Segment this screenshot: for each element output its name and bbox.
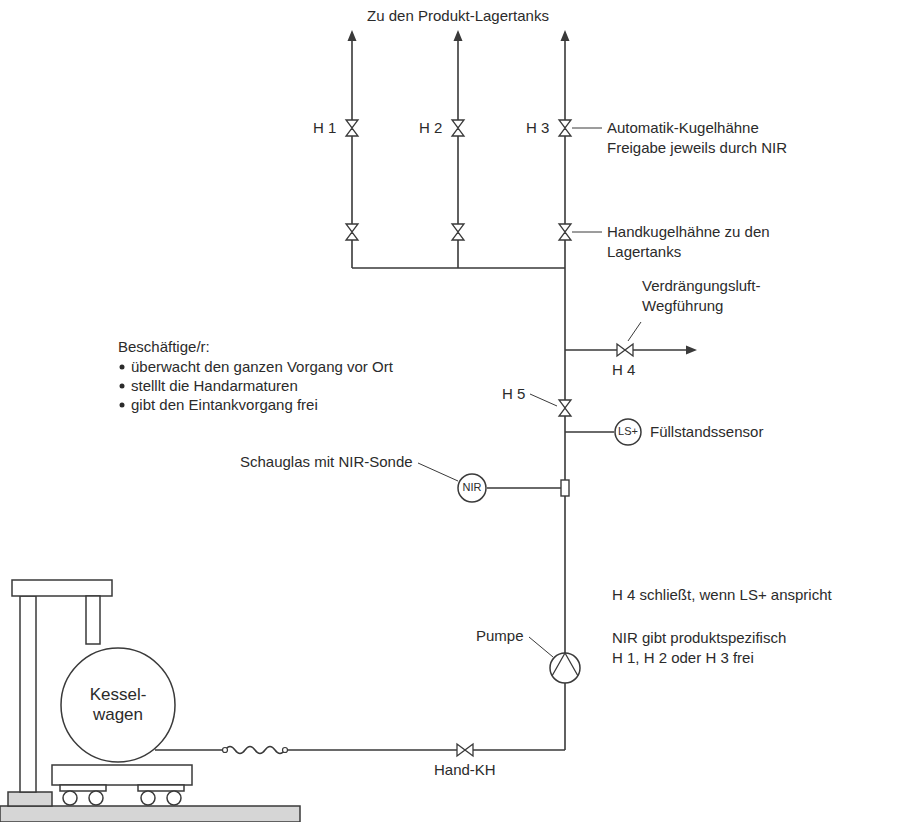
ground bbox=[0, 806, 300, 822]
valve-label: H 4 bbox=[612, 360, 635, 380]
bullet-item: stelllt die Handarmaturen bbox=[131, 376, 298, 396]
flow-direction-label: Zu den Produkt-Lagertanks bbox=[367, 6, 549, 26]
gantry-base bbox=[8, 792, 52, 806]
filling-spout bbox=[86, 596, 100, 644]
ball-valve bbox=[559, 400, 571, 416]
hose-flange bbox=[223, 748, 228, 753]
callout-text: Pumpe bbox=[476, 626, 524, 646]
manual-ball-valve bbox=[457, 744, 473, 756]
bullet-dot bbox=[120, 384, 125, 389]
pump-symbol bbox=[550, 653, 580, 683]
node-text-group: LS+ bbox=[618, 425, 638, 438]
valve-label: H 1 bbox=[313, 118, 336, 138]
callout-text: Automatik-Kugelhähne Freigabe jeweils du… bbox=[607, 118, 802, 157]
valve-label: Hand-KH bbox=[434, 760, 496, 780]
valve-label: H 3 bbox=[526, 118, 549, 138]
pump-symbol bbox=[552, 653, 578, 676]
callout-text: Verdrängungsluft- Wegführung bbox=[642, 276, 772, 315]
node-outline-circle bbox=[458, 474, 486, 502]
bullet-item: gibt den Eintankvorgang frei bbox=[131, 395, 318, 415]
wagon-wheel bbox=[63, 791, 77, 805]
sensor-circle: NIR bbox=[457, 473, 487, 503]
node-outline-circle bbox=[61, 648, 175, 762]
manual-ball-valve bbox=[346, 224, 571, 240]
note-text: NIR gibt produktspezifisch H 1, H 2 oder… bbox=[612, 628, 794, 667]
node-text-group: Kessel- wagen bbox=[78, 685, 158, 726]
tank-wagon: Kessel- wagen bbox=[60, 647, 176, 763]
flexible-hose bbox=[225, 747, 285, 754]
node-label: NIR bbox=[463, 481, 482, 494]
gantry-post bbox=[20, 596, 36, 792]
sight-glass bbox=[561, 480, 569, 496]
wagon-wheel bbox=[167, 791, 181, 805]
node-text-group: NIR bbox=[463, 481, 482, 494]
callout-text: Füllstandssensor bbox=[650, 422, 763, 442]
wagon-bogie bbox=[60, 785, 106, 791]
bullet-dot bbox=[120, 403, 125, 408]
ball-valve bbox=[617, 344, 633, 356]
bullet-item: überwacht den ganzen Vorgang vor Ort bbox=[131, 357, 393, 377]
valve-label: H 5 bbox=[502, 384, 525, 404]
node-outline-circle bbox=[615, 419, 641, 445]
callout-text: Handkugelhähne zu den Lagertanks bbox=[607, 222, 797, 261]
node-label: LS+ bbox=[618, 425, 638, 438]
wagon-wheel bbox=[89, 791, 103, 805]
hose-flange bbox=[283, 748, 288, 753]
valve-label: H 2 bbox=[419, 118, 442, 138]
gantry-arm bbox=[12, 580, 112, 596]
leader-line bbox=[418, 128, 641, 657]
note-heading: Beschäftige/r: bbox=[118, 337, 210, 357]
bullet-dot bbox=[120, 365, 125, 370]
wagon-wheel bbox=[141, 791, 155, 805]
wagon-bogie bbox=[138, 785, 184, 791]
note-text: H 4 schließt, wenn LS+ anspricht bbox=[612, 585, 832, 605]
callout-text: Schauglas mit NIR-Sonde bbox=[240, 452, 413, 472]
wagon-frame bbox=[52, 765, 192, 785]
node-label: Kessel- wagen bbox=[78, 685, 158, 726]
sensor-circle: LS+ bbox=[614, 418, 642, 446]
